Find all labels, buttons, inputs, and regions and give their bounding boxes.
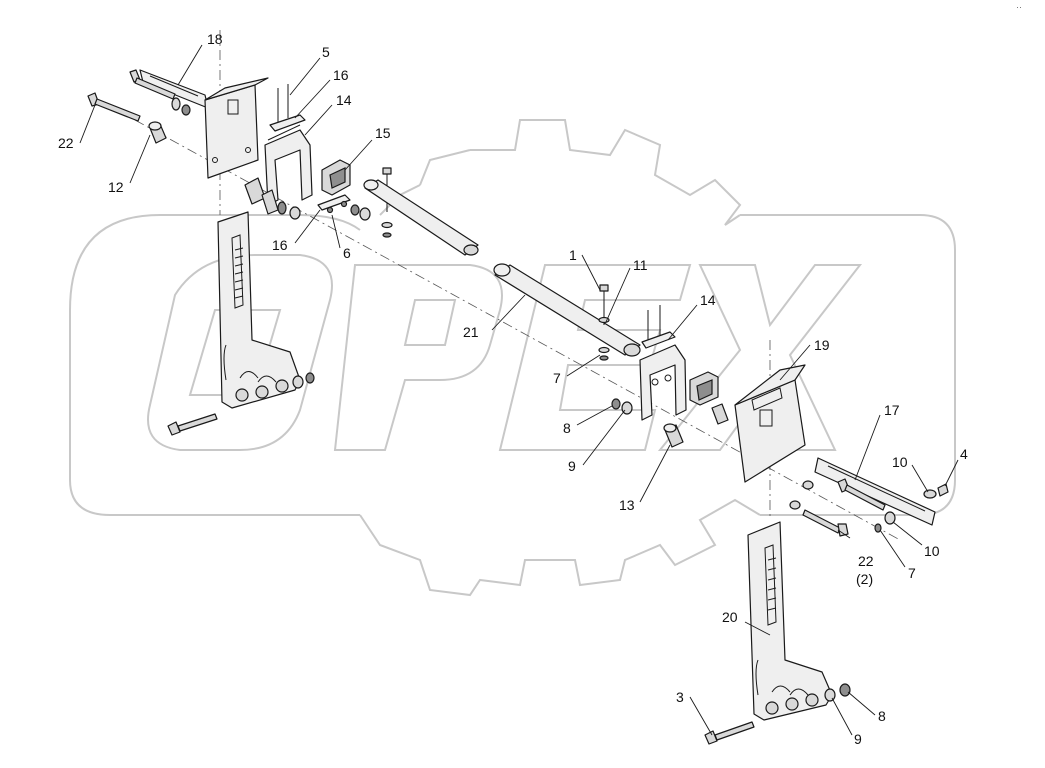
callout-9-right: 9 — [854, 731, 862, 747]
callout-22-quantity: (2) — [856, 571, 873, 587]
callout-18: 18 — [207, 31, 223, 47]
washer — [171, 97, 181, 111]
adjuster-arm-20 — [747, 521, 851, 721]
callout-15: 15 — [375, 125, 391, 141]
bolt-22-lower — [802, 509, 849, 537]
corner-mark: ·· — [1016, 2, 1022, 12]
washer-10 — [884, 511, 896, 525]
bolt-22-right — [837, 478, 886, 511]
callout-6: 6 — [343, 245, 351, 261]
plate-16-lower — [317, 194, 351, 211]
callout-3: 3 — [676, 689, 684, 705]
callout-21: 21 — [463, 324, 479, 340]
callout-22-right: 22 — [858, 553, 874, 569]
callout-14-right: 14 — [700, 292, 716, 308]
callout-9: 9 — [568, 458, 576, 474]
callout-7-right: 7 — [908, 565, 916, 581]
callout-14: 14 — [336, 92, 352, 108]
callout-11: 11 — [633, 257, 648, 273]
bolt-3 — [704, 721, 755, 745]
bracket-14-right — [639, 344, 687, 421]
nut — [181, 104, 191, 116]
shaft-21 — [493, 263, 641, 357]
spacer-13 — [663, 423, 684, 448]
callout-5: 5 — [322, 44, 330, 60]
callout-20: 20 — [722, 609, 738, 625]
shaft-21-segment — [363, 179, 479, 256]
plate-right — [641, 331, 676, 349]
adjuster-arm-left — [217, 211, 315, 409]
callout-8: 8 — [563, 420, 571, 436]
callout-1: 1 — [569, 247, 577, 263]
nut-8 — [611, 398, 621, 410]
callout-labels: 18 5 16 14 15 22 12 16 6 1 11 14 21 19 7… — [58, 31, 968, 747]
nut-7 — [874, 523, 882, 533]
spacer-12 — [148, 121, 167, 144]
callout-13: 13 — [619, 497, 635, 513]
callout-16: 16 — [333, 67, 349, 83]
bushings-left — [244, 177, 371, 221]
nut-6 — [340, 200, 348, 208]
washer-right — [789, 500, 801, 510]
clamp-right — [689, 371, 729, 425]
leader-lines — [79, 44, 959, 736]
callout-17: 17 — [884, 402, 900, 418]
washer-right — [802, 480, 814, 490]
callout-16-lower: 16 — [272, 237, 288, 253]
mounting-plate-19 — [734, 364, 806, 483]
callout-12: 12 — [108, 179, 124, 195]
bolt-1 — [598, 284, 610, 361]
bolt-lower-left — [167, 413, 218, 436]
clamp-15 — [321, 159, 351, 196]
callout-4: 4 — [960, 446, 968, 462]
mounting-plate-left — [204, 77, 269, 179]
bolt-4 — [923, 483, 949, 499]
callout-22: 22 — [58, 135, 74, 151]
callout-8-right: 8 — [878, 708, 886, 724]
plate-16 — [269, 114, 306, 132]
callout-10: 10 — [892, 454, 908, 470]
callout-10-lower: 10 — [924, 543, 940, 559]
callout-7: 7 — [553, 370, 561, 386]
nut-6 — [326, 206, 334, 214]
callout-19: 19 — [814, 337, 830, 353]
bolt-22-left — [87, 92, 141, 122]
slotted-link-17 — [814, 457, 936, 526]
